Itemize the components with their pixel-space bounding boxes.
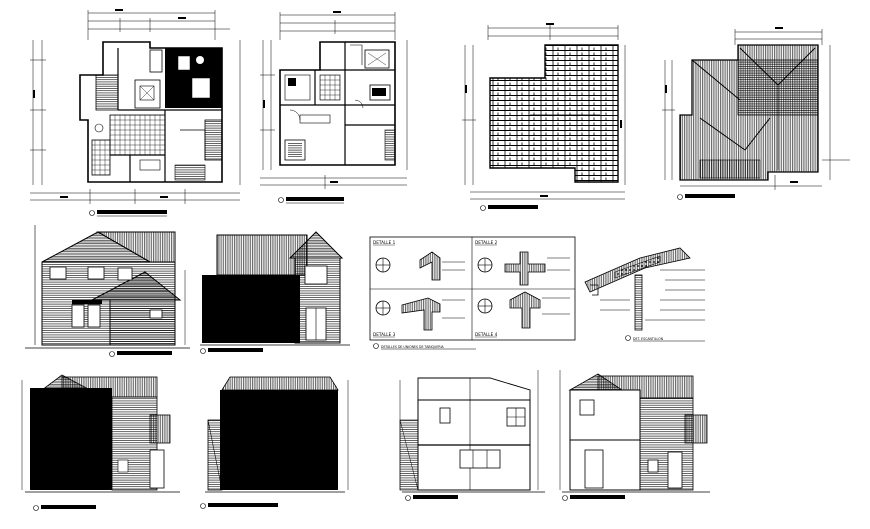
eave-section-detail: DET. ESCANTILLON — [584, 247, 705, 342]
ground-floor-plan — [30, 9, 241, 217]
detail-2-label: DETALLE 2 — [475, 240, 498, 245]
detail-3: DETALLE 3 — [373, 297, 465, 338]
details-panel-caption: DETALLES DE UNIONES DE TABIQUERIA — [381, 345, 445, 349]
detail-1: DETALLE 1 — [373, 240, 465, 281]
section-elevation-a — [399, 370, 545, 501]
detail-4: DETALLE 4 — [475, 291, 570, 338]
partition-details-panel: DETALLE 1 DETALLE 2 DETALL — [369, 236, 576, 350]
upper-floor-plan — [260, 11, 408, 204]
section-detail-caption: DET. ESCANTILLON — [633, 337, 664, 341]
detail-4-label: DETALLE 4 — [475, 332, 498, 337]
detail-3-label: DETALLE 3 — [373, 332, 396, 337]
detail-2: DETALLE 2 — [475, 240, 570, 286]
front-elevation — [25, 225, 190, 357]
roof-structure-plan — [462, 23, 626, 211]
section-elevation-b — [559, 370, 710, 501]
rear-elevation — [200, 231, 350, 354]
detail-1-label: DETALLE 1 — [373, 240, 396, 245]
side-elevation-left — [21, 374, 180, 511]
roof-plan — [662, 27, 850, 200]
side-elevation-right — [200, 376, 349, 509]
